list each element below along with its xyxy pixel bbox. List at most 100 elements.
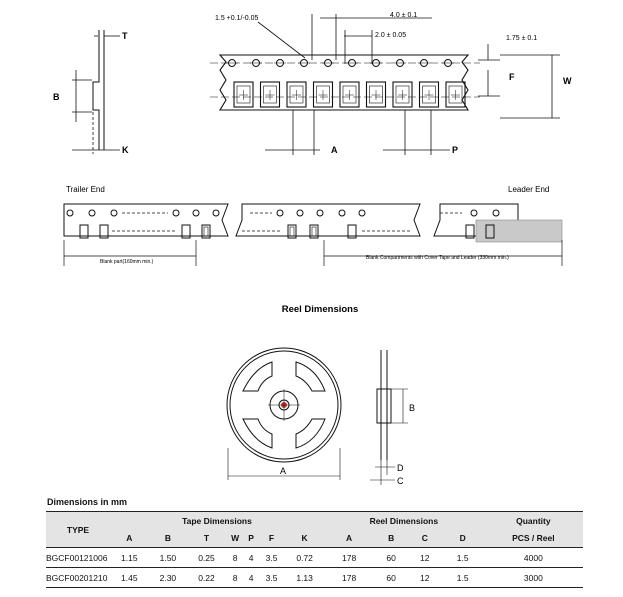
label-T: T	[122, 31, 128, 41]
sprocket-hole	[192, 209, 200, 217]
sprocket-hole	[66, 209, 74, 217]
trailer-end-label: Trailer End	[66, 185, 105, 194]
sprocket-hole	[358, 209, 366, 217]
dim-pitch-2: 2.0 ± 0.05	[375, 32, 406, 39]
value-cell: 0.22	[187, 567, 226, 588]
type-cell: BGCF00121006	[46, 547, 110, 568]
tape-compartment	[287, 224, 297, 239]
reel-label-C: C	[397, 476, 404, 486]
value-cell: 4	[244, 547, 258, 568]
sprocket-hole	[316, 209, 324, 217]
type-header: TYPE	[46, 511, 110, 548]
reel-drawing: Reel Dimensions A B D C	[226, 304, 415, 486]
value-cell: 3000	[483, 567, 583, 588]
value-cell: 1.45	[110, 567, 149, 588]
tape-pocket	[418, 81, 440, 108]
column-header: B	[148, 529, 188, 548]
tape-compartment	[79, 224, 89, 239]
column-header: F	[257, 529, 286, 548]
label-P: P	[452, 145, 458, 155]
column-header: A	[110, 529, 149, 548]
tape-pocket	[365, 81, 387, 108]
tape-compartment	[347, 224, 357, 239]
dim-pitch-4: 4.0 ± 0.1	[390, 12, 417, 19]
sprocket-hole	[470, 209, 478, 217]
reel-dimensions-header: Reel Dimensions	[323, 511, 484, 529]
tape-pocket	[233, 81, 254, 108]
tape-pocket	[286, 81, 307, 108]
tape-compartment	[485, 224, 495, 239]
value-cell: 0.25	[187, 547, 226, 568]
value-cell: 178	[323, 547, 375, 568]
sprocket-hole	[296, 209, 304, 217]
tape-pocket	[445, 81, 466, 108]
dim-edge: 1.75 ± 0.1	[506, 35, 537, 42]
leader-end-label: Leader End	[508, 185, 549, 194]
quantity-header: Quantity	[483, 511, 583, 529]
tape-dimensions-header: Tape Dimensions	[110, 511, 324, 529]
value-cell: 178	[323, 567, 375, 588]
value-cell: 2.30	[148, 567, 188, 588]
value-cell: 3.5	[257, 567, 286, 588]
sprocket-hole	[338, 209, 346, 217]
value-cell: 60	[374, 567, 408, 588]
value-cell: 12	[407, 547, 442, 568]
value-cell: 1.13	[285, 567, 324, 588]
value-cell: 1.5	[441, 547, 484, 568]
leader-trailer-drawing: Trailer End Leader End Blank part(160mm …	[63, 185, 563, 266]
tape-compartment	[181, 224, 191, 239]
label-B: B	[53, 92, 60, 102]
sprocket-hole	[276, 209, 284, 217]
tape-compartment	[201, 224, 211, 239]
column-header: C	[407, 529, 442, 548]
value-cell: 1.15	[110, 547, 149, 568]
tape-compartment	[465, 224, 475, 239]
column-header: B	[374, 529, 408, 548]
dim-sprocket-diameter: 1.5 +0.1/-0.05	[215, 15, 259, 22]
value-cell: 1.50	[148, 547, 188, 568]
label-F: F	[509, 72, 515, 82]
value-cell: 3.5	[257, 547, 286, 568]
label-K: K	[122, 145, 129, 155]
column-header: P	[244, 529, 258, 548]
value-cell: 4	[244, 567, 258, 588]
value-cell: 12	[407, 567, 442, 588]
leader-shade	[475, 219, 563, 243]
dimensions-table: TYPE Tape Dimensions Reel Dimensions Qua…	[46, 511, 583, 588]
sprocket-hole	[110, 209, 118, 217]
tape-compartment	[309, 224, 319, 239]
sprocket-hole	[492, 209, 500, 217]
column-header: T	[187, 529, 226, 548]
reel-label-A: A	[280, 466, 286, 476]
tape-pocket	[339, 81, 360, 108]
blank-compartments-label: Blank Compartments with Cover Tape and L…	[366, 255, 509, 261]
value-cell: 0.72	[285, 547, 324, 568]
value-cell: 8	[225, 567, 245, 588]
label-W: W	[563, 76, 572, 86]
column-header: A	[323, 529, 375, 548]
tape-compartment	[99, 224, 109, 239]
reel-label-B: B	[409, 403, 415, 413]
value-cell: 1.5	[441, 567, 484, 588]
reel-dimensions-title: Reel Dimensions	[282, 304, 359, 315]
type-cell: BGCF00201210	[46, 567, 110, 588]
value-cell: 8	[225, 547, 245, 568]
reel-label-D: D	[397, 463, 404, 473]
tape-pocket	[392, 81, 413, 108]
value-cell: 60	[374, 547, 408, 568]
dimensions-title: Dimensions in mm	[47, 497, 128, 507]
column-header: W	[225, 529, 245, 548]
sprocket-hole	[172, 209, 180, 217]
carrier-tape-drawing: 1.5 +0.1/-0.05 4.0 ± 0.1 2.0 ± 0.05 1.75…	[53, 12, 572, 155]
blank-part-label: Blank part(160mm min.)	[100, 259, 154, 265]
tape-pocket	[312, 81, 334, 108]
column-header: D	[441, 529, 484, 548]
value-cell: 4000	[483, 547, 583, 568]
column-header: K	[285, 529, 324, 548]
sprocket-hole	[212, 209, 220, 217]
column-header: PCS / Reel	[483, 529, 583, 548]
tape-pocket	[259, 81, 281, 108]
sprocket-hole	[88, 209, 96, 217]
